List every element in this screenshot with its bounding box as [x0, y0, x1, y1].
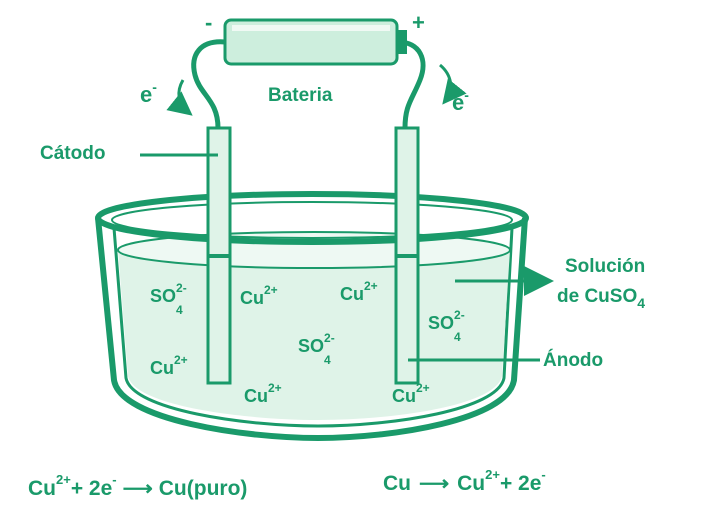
solution-label-line2: de CuSO4 — [557, 286, 645, 311]
ion-cu-top-right: Cu2+ — [340, 279, 378, 304]
electron-left-label: e- — [140, 79, 157, 107]
battery-label: Bateria — [268, 85, 333, 106]
ion-cu-bottom-center: Cu2+ — [244, 381, 282, 406]
battery-positive-sign: + — [412, 10, 425, 35]
wire-right — [397, 39, 426, 129]
cathode-label: Cátodo — [40, 143, 105, 164]
ion-so4-center-sub: 4 — [324, 353, 331, 367]
ion-so4-left: SO2- — [150, 281, 187, 306]
ion-cu-top-left: Cu2+ — [240, 283, 278, 308]
battery-negative-sign: - — [205, 10, 212, 35]
anode-equation: Cu⟶Cu2++ 2e- — [383, 467, 546, 495]
ion-cu-bottom-left: Cu2+ — [150, 353, 188, 378]
container-rim-inner — [111, 201, 513, 239]
ion-so4-left-sub: 4 — [176, 303, 183, 317]
container-outer — [95, 217, 528, 442]
electron-right-label: e- — [452, 87, 469, 115]
container-inner-wall — [112, 227, 514, 428]
battery-terminal — [397, 30, 407, 54]
container-rim — [95, 191, 529, 245]
cathode-equation: Cu2++ 2e-⟶Cu(puro) — [28, 472, 247, 500]
ion-so4-center: SO2- — [298, 331, 335, 356]
ion-so4-right: SO2- — [428, 308, 465, 333]
solution-label-line1: Solución — [565, 256, 645, 277]
electron-arrow-right — [438, 63, 467, 105]
ion-cu-bottom-right: Cu2+ — [392, 381, 430, 406]
solution-body — [118, 250, 510, 420]
electron-arrow-left — [166, 79, 193, 116]
anode-label: Ánodo — [543, 349, 603, 371]
ion-so4-right-sub: 4 — [454, 330, 461, 344]
wire-left — [191, 39, 226, 129]
